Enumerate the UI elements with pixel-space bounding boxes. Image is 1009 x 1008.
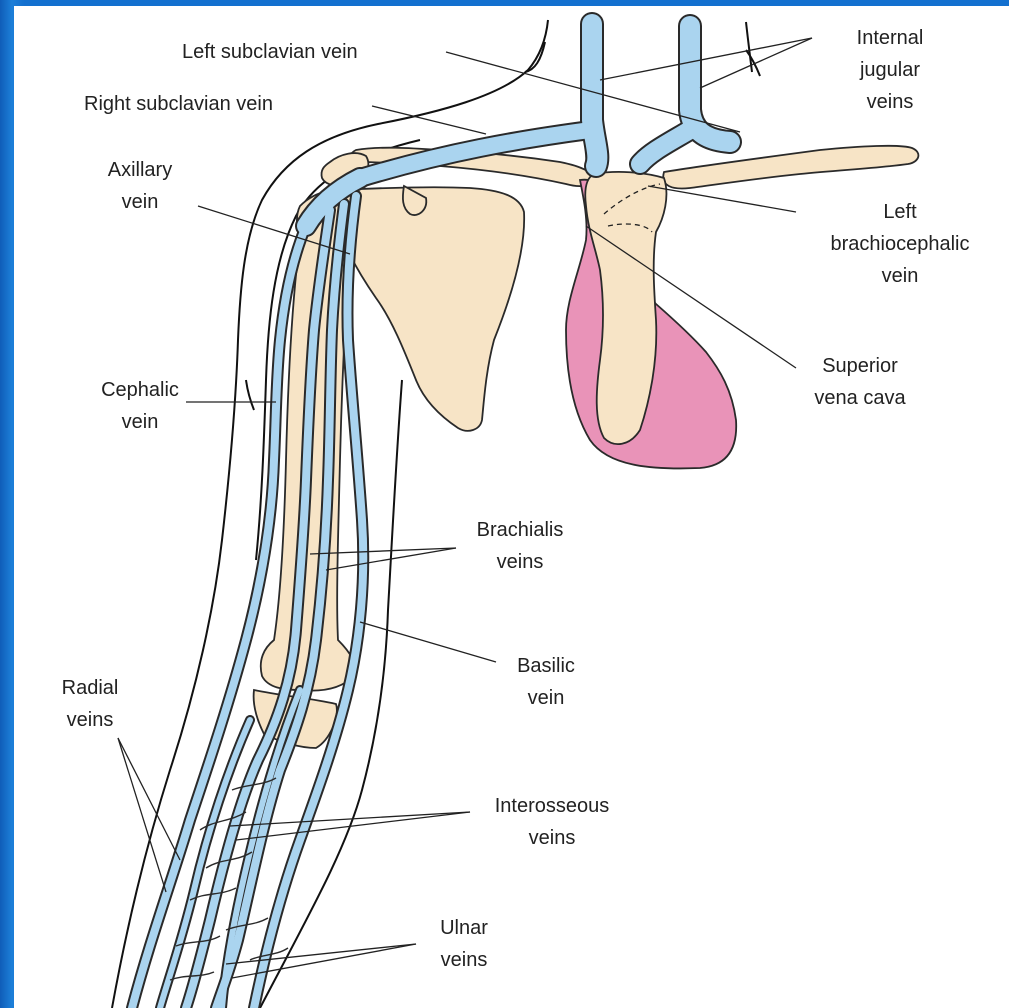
label-brachialis-line1: Brachialis — [477, 519, 564, 541]
heart-sternum — [566, 172, 736, 469]
label-axillary-line2: vein — [122, 191, 159, 213]
label-radial-line2: veins — [67, 709, 114, 731]
label-left-subclavian-vein: Left subclavian vein — [182, 41, 358, 63]
leader-basilic — [360, 622, 496, 662]
label-left-brachiocephalic-line1: Left — [883, 201, 917, 223]
label-cephalic-line2: vein — [122, 411, 159, 433]
label-superior-vena-cava-line2: vena cava — [814, 387, 906, 409]
left-clavicle — [663, 146, 918, 189]
label-internal-jugular-line1: Internal — [857, 27, 924, 49]
body-outline — [112, 20, 760, 1008]
label-superior-vena-cava-line1: Superior — [822, 355, 898, 377]
neck-tick-right — [746, 50, 760, 76]
leader-internal-jugular-2 — [700, 38, 812, 88]
label-left-brachiocephalic-line2: brachiocephalic — [831, 233, 970, 255]
label-ulnar-line1: Ulnar — [440, 917, 488, 939]
scapula — [333, 187, 524, 431]
vein-fills — [132, 24, 730, 1008]
label-brachialis-line2: veins — [497, 551, 544, 573]
label-left-brachiocephalic-line3: vein — [882, 265, 919, 287]
leader-right-subclavian — [372, 106, 486, 134]
label-cephalic-line1: Cephalic — [101, 379, 179, 401]
label-radial-line1: Radial — [62, 677, 119, 699]
label-internal-jugular-line2: jugular — [859, 59, 920, 81]
label-interosseous-line2: veins — [529, 827, 576, 849]
label-axillary-line1: Axillary — [108, 159, 172, 181]
veins — [132, 24, 730, 1008]
label-interosseous-line1: Interosseous — [495, 795, 610, 817]
label-right-subclavian-vein: Right subclavian vein — [84, 93, 273, 115]
leader-left-brachiocephalic — [648, 186, 796, 212]
label-internal-jugular-line3: veins — [867, 91, 914, 113]
label-basilic-line1: Basilic — [517, 655, 575, 677]
label-basilic-line2: vein — [528, 687, 565, 709]
axilla-tick — [246, 380, 254, 410]
leader-internal-jugular-1 — [600, 38, 812, 80]
label-ulnar-line2: veins — [441, 949, 488, 971]
internal-jugular-vein-right — [592, 24, 597, 166]
